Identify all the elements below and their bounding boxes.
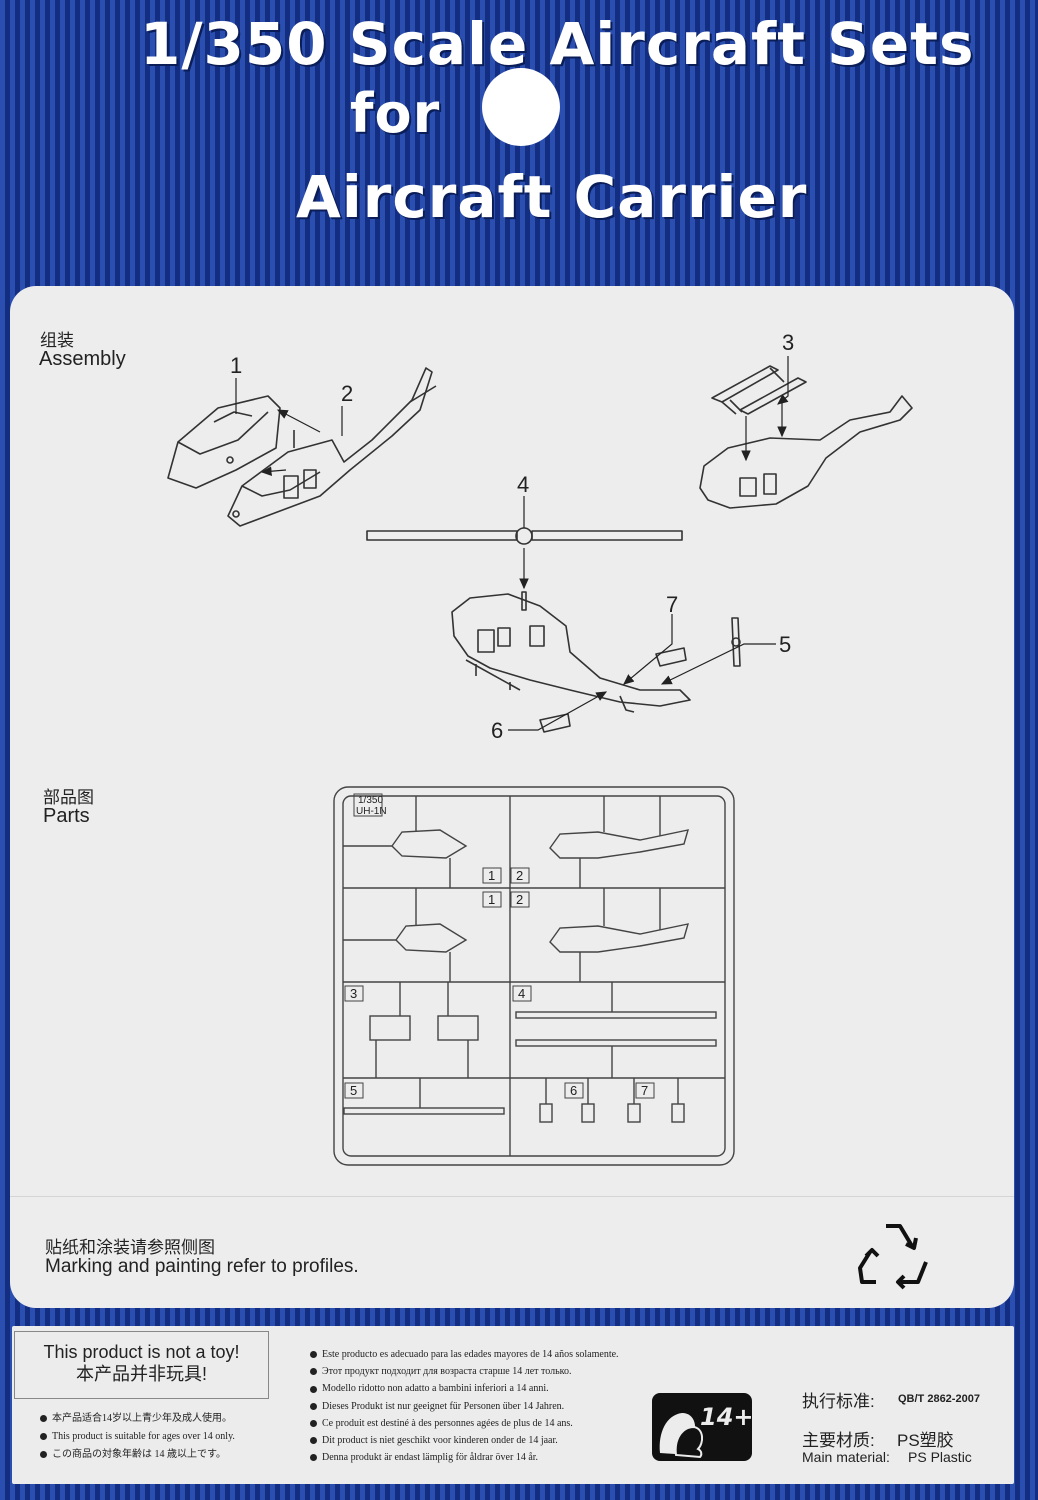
bullet-icon	[310, 1368, 317, 1376]
age-line: This product is suitable for ages over 1…	[40, 1428, 235, 1446]
callout-3: 3	[782, 330, 794, 355]
callout-5: 5	[779, 632, 791, 657]
warning-line: Ce produit est destiné à des personnes a…	[310, 1415, 619, 1432]
sprue-rotors	[515, 982, 717, 1078]
age-line: この商品の対象年齢は 14 歳以上です。	[40, 1446, 235, 1464]
bullet-icon	[40, 1433, 47, 1441]
warning-line: Modello ridotto non adatto a bambini inf…	[310, 1380, 619, 1397]
sprue-number: 4	[518, 986, 525, 1001]
title-line-2: for	[350, 82, 441, 145]
sprue-number: 2	[516, 868, 523, 883]
sprue-frame	[333, 786, 735, 1166]
callout-1: 1	[230, 353, 242, 378]
warning-line: Denna produkt är endast lämplig för åldr…	[310, 1449, 619, 1466]
title-line-3: Aircraft Carrier	[296, 163, 808, 231]
parts-label-en: Parts	[43, 805, 90, 827]
bullet-icon	[310, 1437, 317, 1445]
bullet-icon	[310, 1454, 317, 1462]
hang-hole	[482, 68, 560, 146]
multilang-warning-list: Este producto es adecuado para las edade…	[310, 1346, 619, 1466]
sprue-number: 1	[488, 868, 495, 883]
not-a-toy-zh: 本产品并非玩具!	[75, 1364, 207, 1384]
sprue-number: 5	[350, 1083, 357, 1098]
bullet-icon	[40, 1415, 47, 1423]
warning-line: Этот продукт подходит для возраста старш…	[310, 1363, 619, 1380]
assembled-helicopter-drawing	[451, 591, 691, 713]
panel-divider	[10, 1196, 1014, 1197]
sprue-helicopter-3	[343, 888, 468, 982]
warning-line: Dit product is niet geschikt voor kinder…	[310, 1432, 619, 1449]
callout-7: 7	[666, 592, 678, 617]
bullet-icon	[310, 1351, 317, 1359]
title-line-1: 1/350 Scale Aircraft Sets	[140, 10, 975, 78]
sprue-number: 1	[488, 892, 495, 907]
sprue-small-parts	[539, 1078, 685, 1123]
part-7-drawing	[655, 647, 687, 667]
not-a-toy-en: This product is not a toy!	[43, 1342, 240, 1362]
bullet-icon	[310, 1420, 317, 1428]
age-badge-text: 14+	[700, 1403, 752, 1431]
standard-value: QB/T 2862-2007	[898, 1393, 980, 1405]
callout-2: 2	[341, 381, 353, 406]
material-value-zh: PS塑胶	[897, 1431, 954, 1450]
sprue-tag-scale: 1/350	[358, 795, 383, 806]
material-value-en: PS Plastic	[908, 1449, 972, 1465]
instruction-panel	[10, 286, 1014, 1308]
sprue-number: 3	[350, 986, 357, 1001]
material-label-zh: 主要材质:	[802, 1431, 875, 1450]
sprue-tag-model: UH-1N	[356, 806, 387, 817]
canopy-part-drawing	[167, 395, 281, 489]
warning-line: Dieses Produkt ist nur geeignet für Pers…	[310, 1398, 619, 1415]
callout-6: 6	[491, 718, 503, 743]
callout-4: 4	[517, 472, 529, 497]
parts-label-zh: 部品图	[43, 788, 94, 807]
sprue-number: 6	[570, 1083, 577, 1098]
bullet-icon	[40, 1451, 47, 1459]
material-label-en: Main material:	[802, 1449, 890, 1465]
assembly-label-en: Assembly	[39, 348, 126, 370]
tail-rotor-part-drawing	[731, 617, 741, 667]
assembly-label-zh: 组装	[40, 331, 74, 350]
sprue-tail-rotors	[343, 1078, 505, 1115]
age-list: 本产品适合14岁以上青少年及成人使用。 This product is suit…	[40, 1410, 235, 1464]
recycle-icon	[858, 1224, 928, 1290]
sprue-number: 7	[641, 1083, 648, 1098]
not-a-toy-box: This product is not a toy! 本产品并非玩具!	[14, 1331, 269, 1399]
sprue-number: 2	[516, 892, 523, 907]
rotor-part-drawing	[366, 527, 683, 545]
bullet-icon	[310, 1385, 317, 1393]
decals-label-zh: 贴纸和涂装请参照侧图	[45, 1238, 215, 1257]
skid-part-drawing	[699, 365, 913, 509]
warning-line: Este producto es adecuado para las edade…	[310, 1346, 619, 1363]
age-14-plus-badge: 14+	[652, 1393, 752, 1461]
age-line: 本产品适合14岁以上青少年及成人使用。	[40, 1410, 235, 1428]
bullet-icon	[310, 1402, 317, 1410]
decals-label-en: Marking and painting refer to profiles.	[45, 1256, 359, 1277]
sprue-helicopter-2	[549, 796, 689, 888]
sprue-helicopter-1	[343, 796, 468, 888]
sprue-helicopter-4	[549, 888, 689, 982]
standard-label: 执行标准:	[802, 1392, 875, 1411]
fuselage-part-drawing	[227, 367, 437, 527]
sprue-skids	[369, 982, 479, 1078]
